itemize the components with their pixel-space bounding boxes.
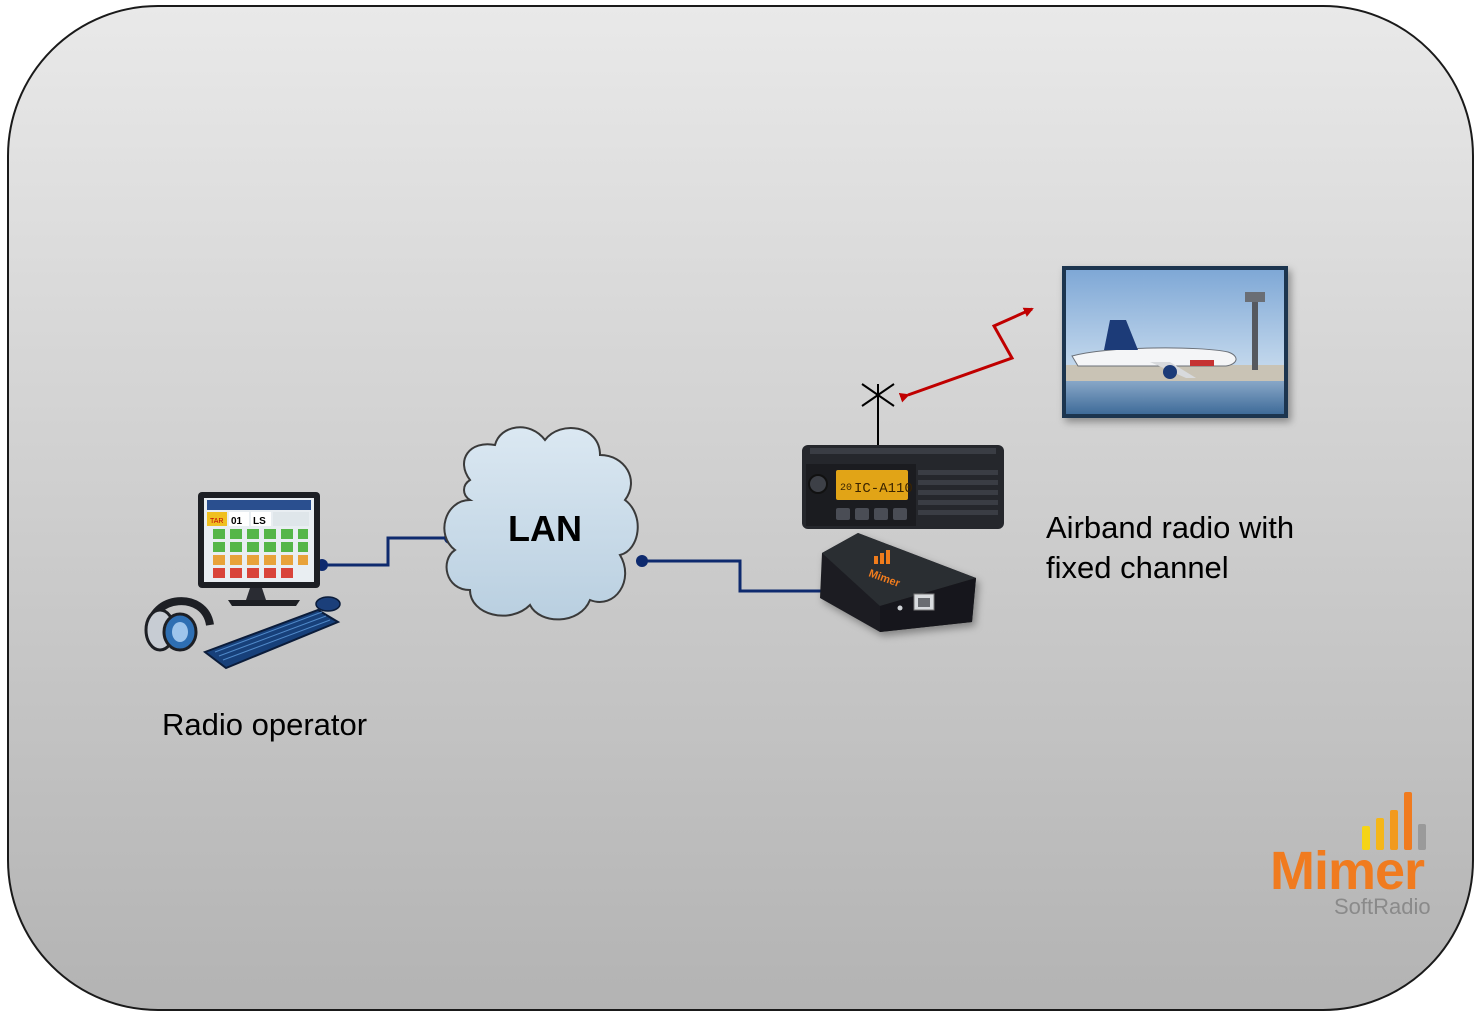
radio-wave-icon	[898, 307, 1034, 403]
diagram-background	[7, 5, 1474, 1011]
radio-display-text: IC-A110	[854, 481, 913, 497]
cloud-icon	[443, 426, 639, 621]
link-lan-gateway	[642, 559, 836, 593]
link-endpoint-lan-right	[636, 555, 648, 567]
computer-icon: TAR 01 LS	[198, 492, 320, 606]
radio-label-line2: fixed channel	[1046, 550, 1229, 585]
lan-label: LAN	[508, 508, 582, 549]
mouse-icon	[315, 596, 341, 612]
airplane-photo-icon	[1062, 266, 1288, 418]
operator-label: Radio operator	[162, 707, 368, 742]
logo-subtitle: SoftRadio	[1334, 894, 1431, 919]
radio-label: Airband radio with fixed channel	[1046, 508, 1294, 588]
screen-label-2: 01	[231, 516, 243, 527]
logo-word: Mimer	[1270, 841, 1425, 901]
antenna-icon	[861, 383, 895, 446]
headset-icon	[144, 597, 214, 652]
radio-channel-number: 20	[840, 483, 852, 494]
radio-label-line1: Airband radio with	[1046, 510, 1295, 545]
gateway-box-icon: Mimer	[820, 533, 976, 632]
screen-label-3: LS	[253, 516, 266, 527]
radio-icon: 20 IC-A110	[802, 445, 1004, 529]
keyboard-icon	[202, 608, 341, 670]
screen-label-1: TAR	[210, 518, 223, 525]
link-operator-lan	[322, 536, 450, 567]
signal-bars-icon	[1362, 792, 1426, 850]
